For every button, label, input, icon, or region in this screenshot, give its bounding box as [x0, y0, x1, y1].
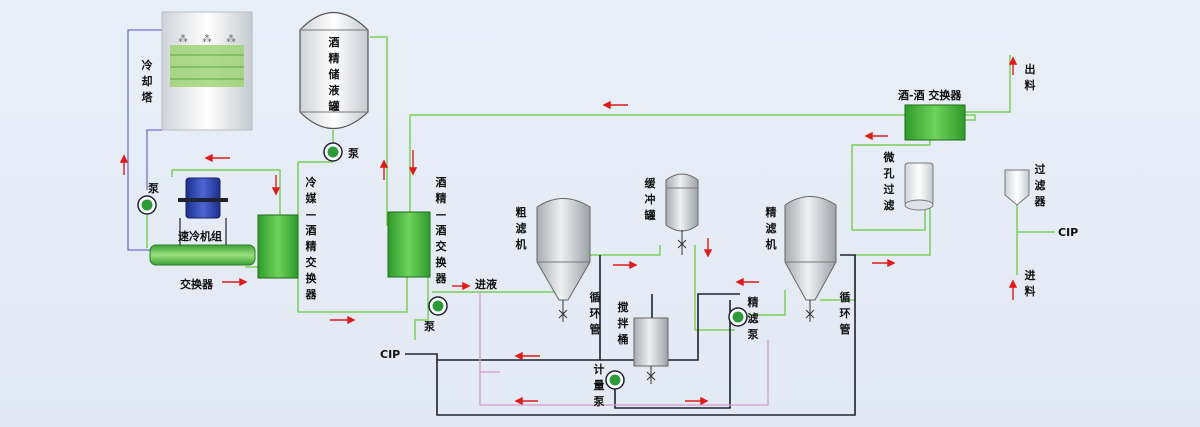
pump-icon-fine-filter [728, 307, 748, 327]
arrow-right-icon [452, 281, 471, 291]
label-alcohol-wine-hx: 酒精—酒交换器 [435, 176, 447, 285]
label-buffer-tank: 缓冲罐 [644, 177, 656, 222]
label-micro-filter: 微孔过滤 [883, 151, 895, 212]
arrow-right-icon [685, 396, 709, 406]
coarse-filter-unit [536, 198, 591, 322]
hx-pump-loop [414, 270, 429, 340]
filter-unit [1004, 169, 1030, 206]
arrow-left-icon [514, 396, 538, 406]
label-circ-pipe-2: 循环管 [839, 291, 851, 336]
arrow-down-icon [703, 238, 713, 258]
label-pump-mid: 泵 [424, 320, 435, 333]
cip-main [405, 254, 856, 416]
arrow-right-icon [222, 277, 248, 287]
arrow-right-icon [613, 260, 638, 270]
label-fine-filter: 精滤机 [765, 206, 777, 251]
fine-pump-out [748, 290, 786, 316]
spray-icon-2: ⁂ [202, 33, 212, 45]
wine-hx-down [851, 140, 931, 231]
label-cooling-tower: 冷却塔 [141, 59, 153, 104]
label-coarse-filter: 粗滤机 [515, 206, 527, 251]
pump-icon-metering [605, 370, 625, 390]
micro-filter-unit [904, 162, 934, 211]
arrow-left-icon [735, 277, 759, 287]
metering-line [614, 300, 731, 409]
label-cip-left: CIP [380, 348, 401, 361]
alcohol-wine-hx-box [387, 211, 431, 278]
arrow-left-icon [602, 100, 628, 110]
pink-loop [479, 292, 769, 406]
label-inlet: 进液 [475, 278, 497, 291]
arrow-left-icon [204, 153, 230, 163]
tower-to-chiller-blue [146, 129, 163, 190]
pump-icon-inlet [428, 296, 448, 316]
arrow-down-icon [408, 150, 418, 176]
label-metering-pump: 计量泵 [593, 363, 605, 408]
buffer-tank-unit [665, 173, 699, 255]
hx-to-tank-top [370, 36, 407, 226]
wine-hx-outlet [965, 55, 1011, 113]
cooling-tower: ⁂ ⁂ ⁂ [161, 11, 253, 131]
coarse-to-buffer [590, 245, 661, 256]
label-pump-cooling: 泵 [148, 182, 159, 195]
label-alcohol-tank: 酒精储液罐 [328, 36, 340, 113]
label-pump-alcohol: 泵 [348, 147, 359, 160]
arrow-up-icon [379, 159, 389, 180]
chiller-hx-top [171, 169, 281, 215]
stir-tank-unit [633, 317, 669, 384]
label-cip-right: CIP [1058, 226, 1079, 239]
chiller-unit [149, 177, 256, 266]
wine-wine-hx-box [904, 104, 966, 141]
arrow-up-icon [1008, 279, 1018, 300]
arrow-left-icon [864, 131, 888, 141]
pump-icon-cooling [137, 195, 157, 215]
alcohol-storage-tank [299, 11, 369, 130]
flow-arrows [119, 56, 1018, 406]
pipes-pink [479, 292, 769, 406]
arrow-up-icon [1008, 56, 1018, 75]
buffer-down [694, 245, 735, 331]
alcohol-hx-to-wine-hx [409, 114, 976, 215]
label-wine-wine-hx: 酒-酒 交换器 [898, 89, 962, 102]
pump-to-hx [297, 161, 333, 215]
label-chiller: 速冷机组 [178, 230, 222, 243]
label-stir-tank: 搅拌桶 [617, 301, 629, 346]
pipes-dark [405, 254, 856, 416]
fine-filter-unit [784, 196, 837, 322]
label-filter: 过滤器 [1034, 163, 1046, 208]
label-coolant-alcohol-hx: 冷媒—酒精交换器 [305, 176, 317, 301]
coolant-hx [257, 214, 299, 279]
arrow-up-icon [119, 154, 129, 175]
hx-bottom-loop [297, 270, 408, 313]
pump-icon-alcohol [323, 142, 343, 162]
label-outlet: 出料 [1024, 63, 1036, 92]
arrow-right-icon [330, 315, 356, 325]
label-fine-filter-pump: 精滤泵 [747, 296, 759, 341]
label-feed: 进料 [1024, 269, 1036, 298]
pipes-blue [127, 29, 163, 251]
tower-blue-loop [127, 29, 162, 251]
spray-icon-3: ⁂ [226, 33, 236, 45]
label-circ-pipe-1: 循环管 [589, 291, 601, 336]
arrow-right-icon [872, 258, 896, 268]
arrow-left-icon [514, 351, 540, 361]
arrow-down-icon [271, 175, 281, 196]
label-exchanger: 交换器 [180, 278, 213, 291]
spray-icon-1: ⁂ [178, 33, 188, 45]
